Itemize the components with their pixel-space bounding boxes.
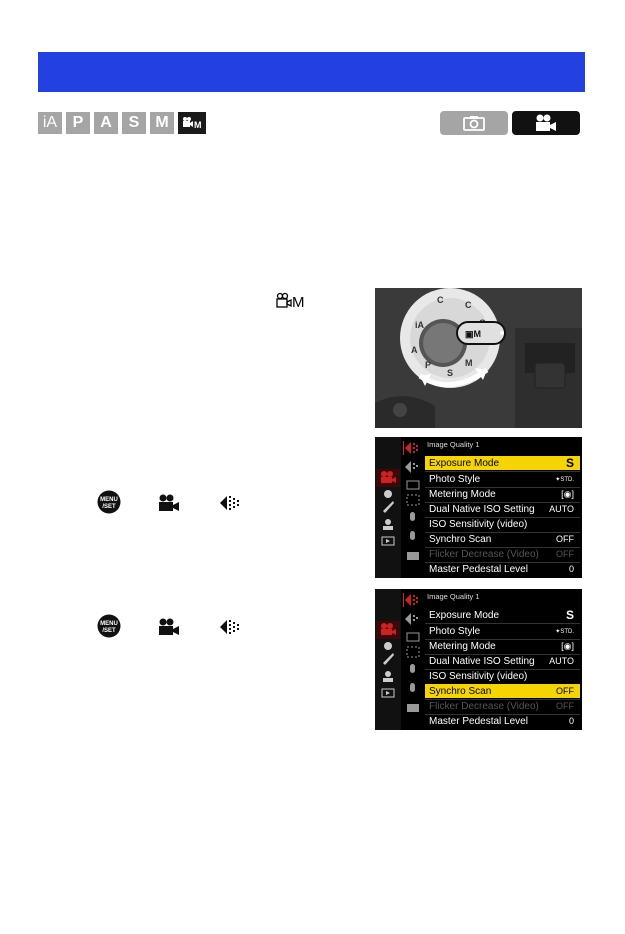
menu-row-flicker-decrease: Flicker Decrease (Video)OFF	[429, 700, 574, 712]
svg-text:MENU: MENU	[100, 621, 118, 627]
main-tab-column	[375, 589, 401, 730]
svg-text:P: P	[425, 360, 431, 370]
menu-header: Image Quality 1	[427, 592, 480, 601]
creative-video-mode-icon: M	[276, 292, 305, 310]
image-quality-tab-icon	[220, 496, 239, 510]
menu-header: Image Quality 1	[427, 440, 480, 449]
metering-multi-icon: [◉]	[561, 488, 574, 499]
row-divider	[425, 699, 580, 700]
mode-icons: iA P A S M M	[38, 112, 206, 134]
sub-tab-column	[402, 589, 424, 730]
image-quality-tab-icon-2	[220, 620, 239, 634]
main-tab-column	[375, 437, 401, 578]
row-divider	[425, 487, 580, 488]
menu-set-button-icon: MENU/SET	[97, 490, 121, 514]
sub-tab-column	[402, 437, 424, 578]
menu-row-iso-sensitivity[interactable]: ISO Sensitivity (video)	[429, 670, 528, 682]
menu-row-flicker-decrease: Flicker Decrease (Video)OFF	[429, 548, 574, 560]
menu-row-photo-style[interactable]: Photo Style✦STD.	[429, 625, 574, 637]
mode-m: M	[150, 112, 174, 134]
row-divider	[425, 623, 580, 624]
svg-text:iA: iA	[415, 320, 425, 330]
menu-row-metering-mode[interactable]: Metering Mode[◉]	[429, 640, 574, 652]
row-divider	[425, 562, 580, 563]
svg-text:/SET: /SET	[102, 628, 116, 634]
mode-a: A	[94, 112, 118, 134]
video-menu-icon-2	[159, 618, 179, 635]
metering-multi-icon: [◉]	[561, 640, 574, 651]
svg-text:MENU: MENU	[100, 497, 118, 503]
svg-text:M: M	[194, 120, 202, 130]
mode-s: S	[122, 112, 146, 134]
row-divider	[425, 654, 580, 655]
svg-text:▣M: ▣M	[465, 329, 481, 339]
row-divider	[425, 669, 580, 670]
video-tab[interactable]	[512, 111, 580, 135]
svg-text:M: M	[292, 294, 305, 310]
photo-style-std-icon: ✦STD.	[555, 476, 574, 483]
photo-tab[interactable]	[440, 111, 508, 135]
menu-row-iso-sensitivity[interactable]: ISO Sensitivity (video)	[429, 518, 528, 530]
photo-style-std-icon: ✦STD.	[555, 628, 574, 635]
svg-text:S: S	[447, 368, 453, 378]
menu-set-button-icon-2: MENU/SET	[97, 614, 121, 638]
row-divider	[425, 502, 580, 503]
mode-p: P	[66, 112, 90, 134]
menu-row-photo-style[interactable]: Photo Style✦STD.	[429, 473, 574, 485]
video-menu-icon	[159, 494, 179, 511]
svg-text:/SET: /SET	[102, 504, 116, 510]
menu-row-metering-mode[interactable]: Metering Mode[◉]	[429, 488, 574, 500]
row-divider	[425, 547, 580, 548]
row-divider	[425, 639, 580, 640]
mode-creative-video-icon: M	[178, 112, 206, 134]
svg-text:M: M	[465, 358, 473, 368]
video-camera-icon	[536, 114, 556, 131]
row-divider	[425, 532, 580, 533]
svg-text:C: C	[465, 300, 472, 310]
row-divider	[425, 714, 580, 715]
svg-text:C: C	[437, 295, 444, 305]
section-title-bar	[38, 52, 585, 92]
row-divider	[425, 471, 580, 472]
mode-ia: iA	[38, 112, 62, 134]
svg-text:A: A	[411, 345, 418, 355]
row-divider	[425, 517, 580, 518]
camera-icon	[463, 116, 485, 131]
